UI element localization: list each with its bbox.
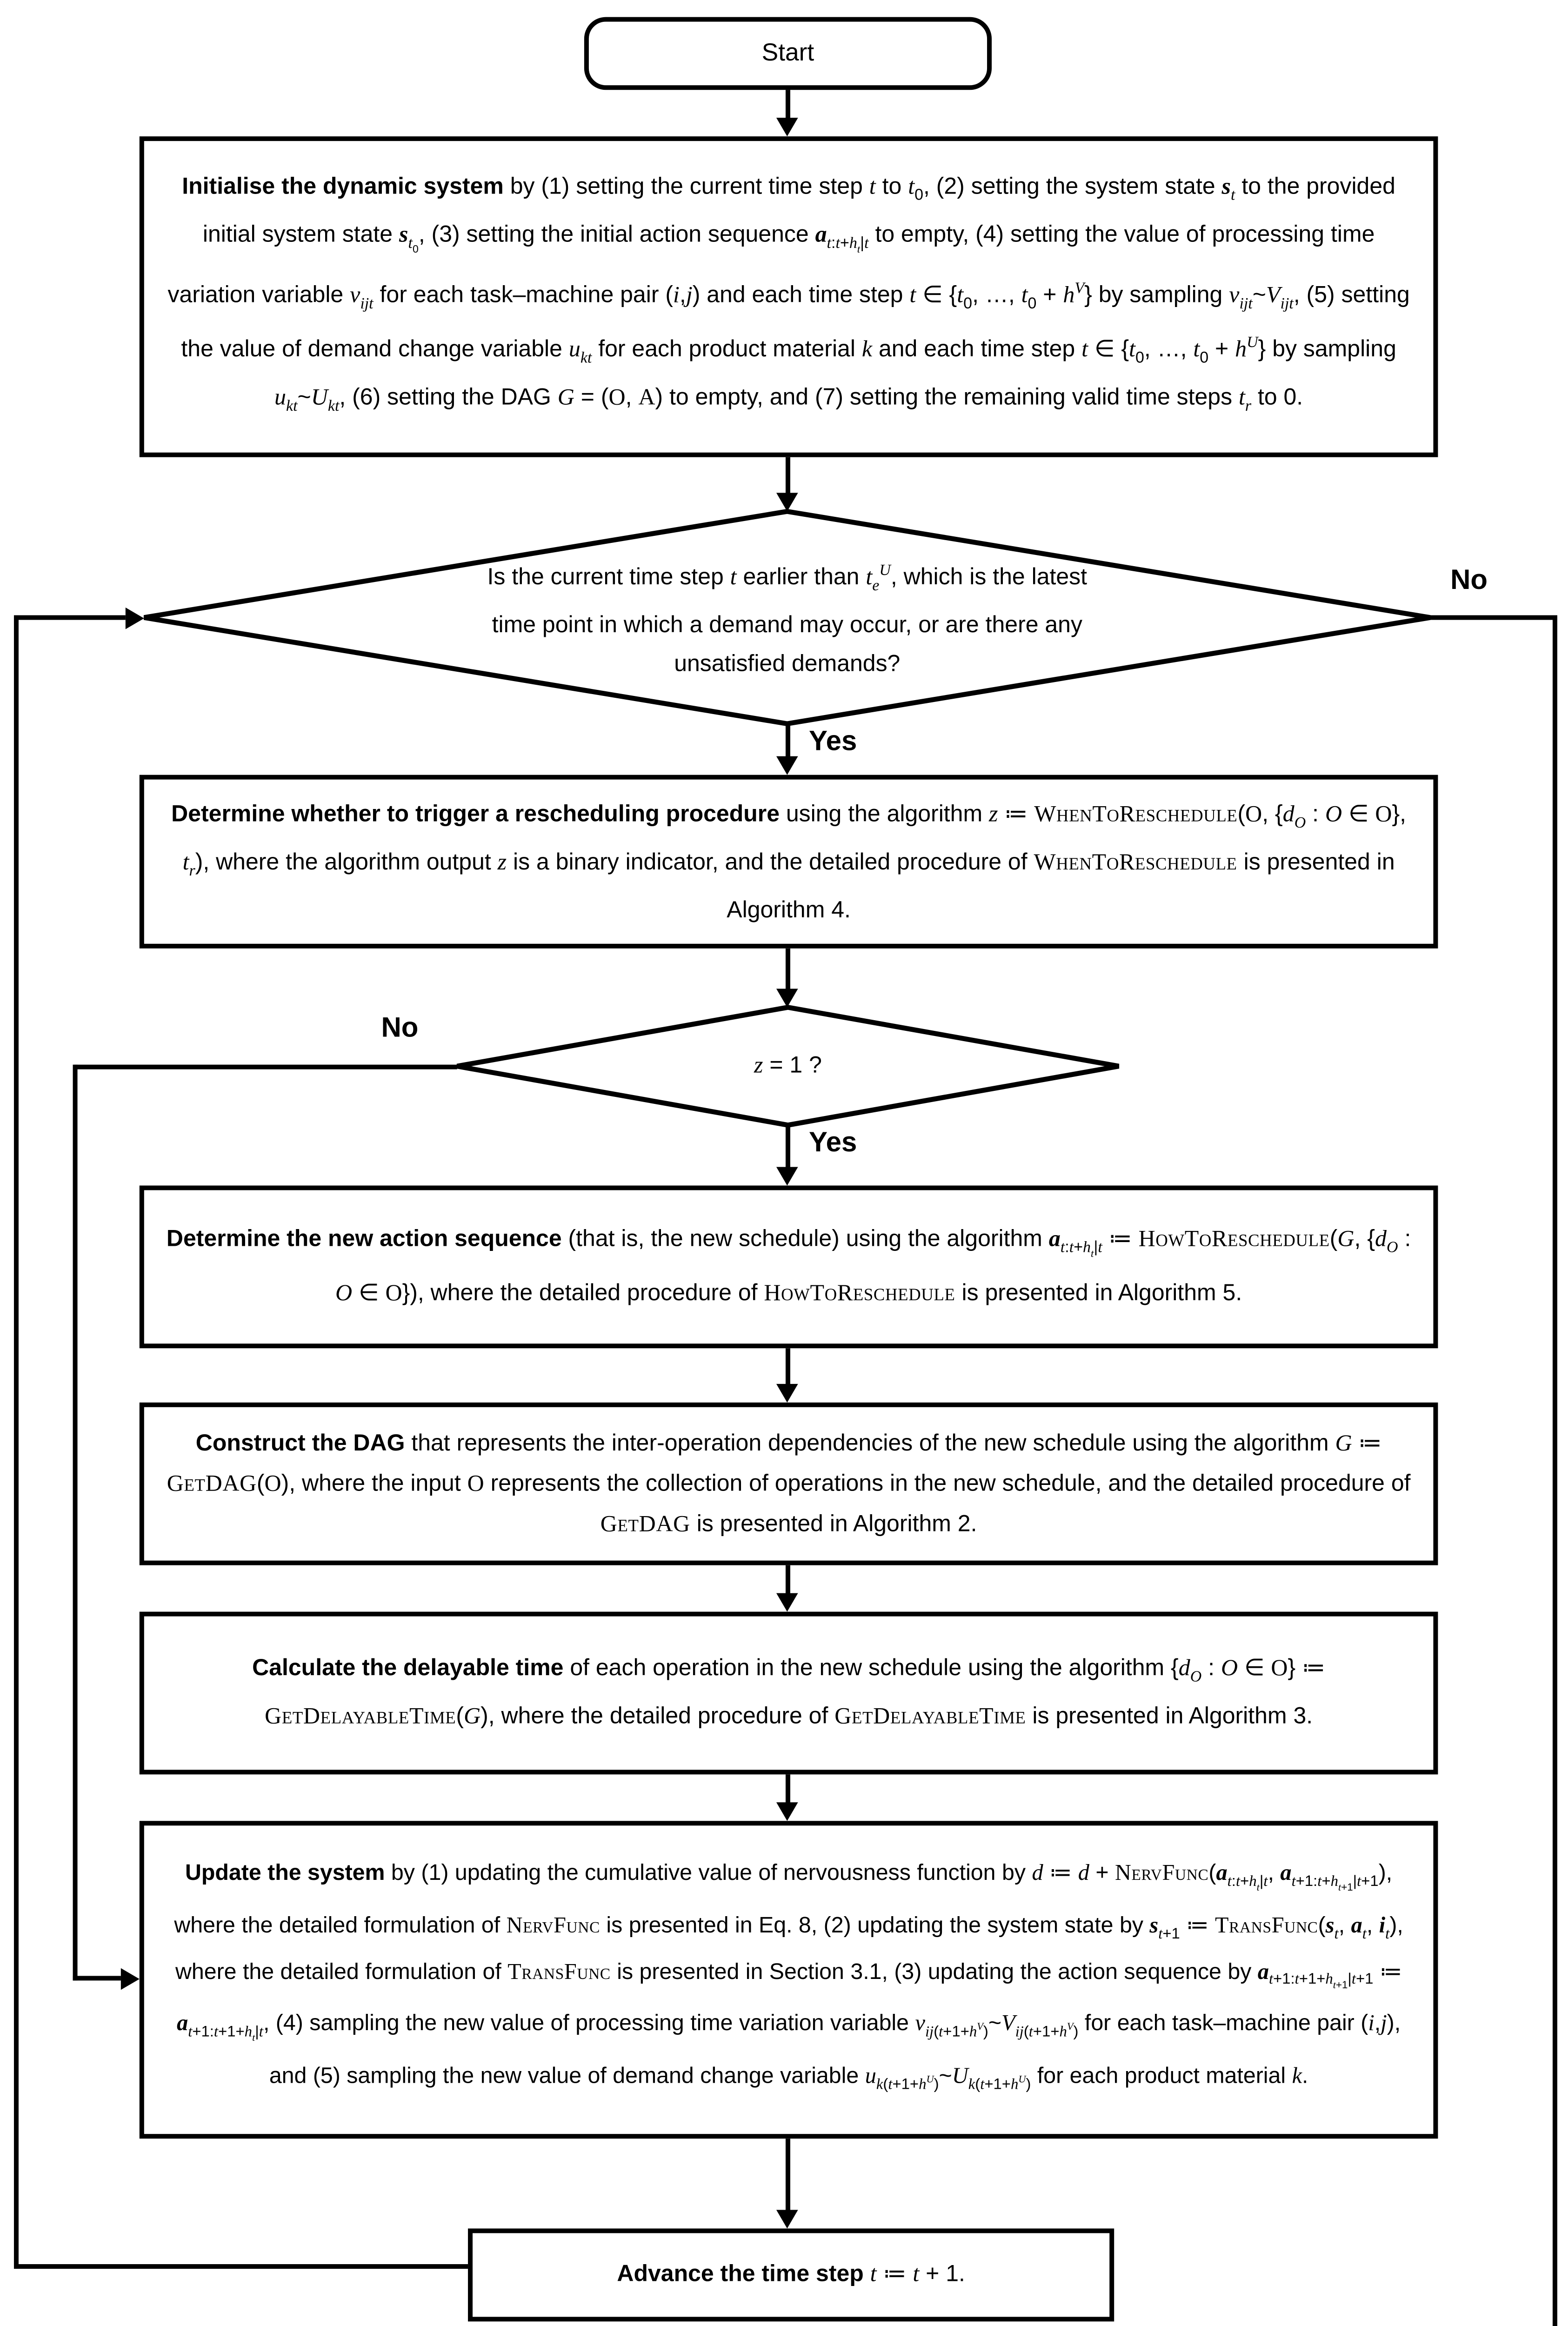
edge-segment	[13, 615, 18, 2269]
edge-segment	[72, 1976, 121, 1981]
delayable-time-text: Calculate the delayable time of each ope…	[252, 1655, 1326, 1730]
arrowhead-right	[120, 1967, 140, 1989]
arrowhead-down	[776, 989, 798, 1008]
arrowhead-down	[776, 493, 798, 512]
arrowhead-right	[125, 607, 144, 628]
arrowhead-down	[776, 756, 798, 775]
edge-segment	[785, 1348, 790, 1387]
node-initialise-system: Initialise the dynamic system by (1) set…	[139, 136, 1438, 457]
arrowhead-down	[776, 118, 798, 137]
when-to-reschedule-text: Determine whether to trigger a reschedul…	[171, 800, 1407, 923]
decision-z-text: z = 1 ?	[754, 1052, 822, 1079]
node-advance-time-step: Advance the time step t ≔ t + 1.	[468, 2228, 1114, 2322]
arrowhead-down	[776, 1167, 798, 1186]
edge-segment	[72, 1063, 77, 1981]
edge-segment	[785, 1565, 790, 1597]
edge-segment	[785, 2139, 790, 2213]
arrowhead-down	[776, 1593, 798, 1612]
decision-demand-text: Is the current time step t earlier than …	[487, 562, 1088, 677]
edge-segment	[13, 615, 126, 620]
construct-dag-text: Construct the DAG that represents the in…	[167, 1430, 1411, 1537]
node-update-system: Update the system by (1) updating the cu…	[139, 1821, 1438, 2139]
edge-segment	[1552, 615, 1557, 2326]
edge-segment	[785, 948, 790, 992]
arrowhead-down	[776, 1384, 798, 1403]
edge-segment	[785, 723, 790, 760]
advance-time-text: Advance the time step t ≔ t + 1.	[617, 2261, 965, 2287]
edge-label-yes-demand: Yes	[808, 725, 857, 756]
decision-demand-remaining: Is the current time step t earlier than …	[136, 504, 1438, 732]
decision-z-equals-1: z = 1 ?	[449, 1000, 1127, 1133]
node-start: Start	[584, 17, 992, 90]
node-new-action-sequence: Determine the new action sequence (that …	[139, 1185, 1438, 1349]
node-delayable-time: Calculate the delayable time of each ope…	[139, 1611, 1438, 1775]
edge-label-no-z: No	[381, 1012, 419, 1043]
edge-segment	[15, 2264, 468, 2269]
update-system-text: Update the system by (1) updating the cu…	[174, 1861, 1403, 2094]
edge-segment	[785, 1125, 790, 1170]
edge-segment	[1430, 615, 1557, 620]
edge-label-yes-z: Yes	[808, 1126, 857, 1158]
edge-segment	[785, 90, 790, 124]
diamond-shape	[143, 508, 1431, 727]
node-when-to-reschedule: Determine whether to trigger a reschedul…	[139, 775, 1438, 949]
edge-segment	[785, 457, 790, 496]
edge-segment	[785, 1774, 790, 1805]
diamond-shape	[456, 1004, 1120, 1128]
edge-segment	[74, 1063, 457, 1069]
arrowhead-down	[776, 2210, 798, 2229]
arrowhead-down	[776, 1802, 798, 1821]
new-action-sequence-text: Determine the new action sequence (that …	[166, 1226, 1411, 1307]
edge-label-no-demand: No	[1450, 564, 1488, 595]
initialise-text: Initialise the dynamic system by (1) set…	[167, 174, 1410, 415]
node-construct-dag: Construct the DAG that represents the in…	[139, 1402, 1438, 1565]
start-label: Start	[761, 39, 814, 66]
